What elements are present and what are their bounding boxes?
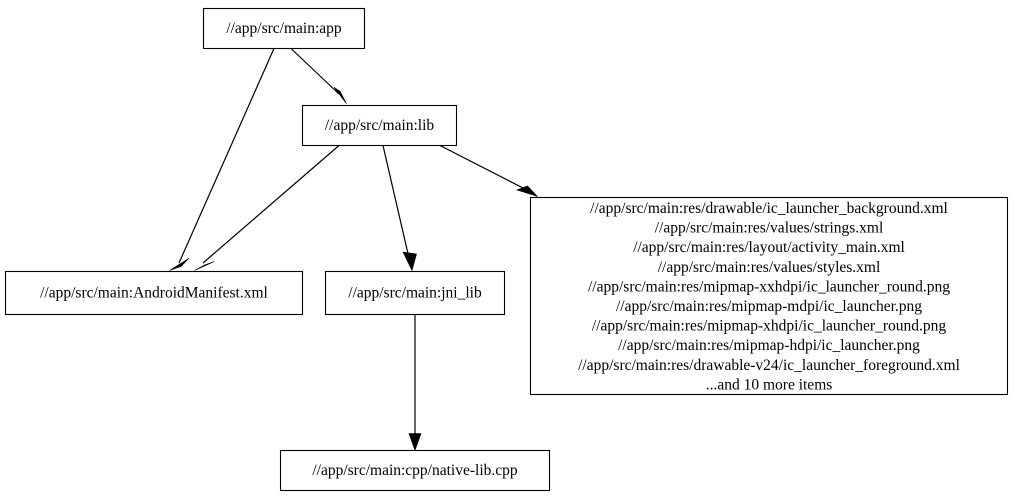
node-resources-label: //app/src/main:res/drawable/ic_launcher_… [578, 200, 960, 393]
arrowhead-icon [169, 257, 190, 271]
edge-app-to-lib [290, 48, 347, 104]
node-resources-line: //app/src/main:res/mipmap-mdpi/ic_launch… [616, 298, 922, 315]
node-app-label: //app/src/main:app [226, 20, 342, 37]
node-app[interactable]: //app/src/main:app [202, 7, 366, 50]
node-resources-line: //app/src/main:res/drawable-v24/ic_launc… [578, 357, 960, 374]
node-resources-line: //app/src/main:res/values/strings.xml [655, 220, 884, 237]
node-resources-box[interactable] [529, 196, 1009, 396]
edge-lib-to-jni-lib [382, 145, 417, 272]
node-resources-line: //app/src/main:res/mipmap-xxhdpi/ic_laun… [588, 278, 950, 295]
node-native-lib[interactable]: //app/src/main:cpp/native-lib.cpp [279, 449, 551, 492]
node-native-lib-box[interactable] [279, 449, 551, 492]
arrowhead-icon [194, 261, 215, 271]
node-lib[interactable]: //app/src/main:lib [301, 104, 458, 147]
node-android-manifest-box[interactable] [4, 270, 304, 316]
node-android-manifest[interactable]: //app/src/main:AndroidManifest.xml [4, 270, 304, 316]
node-resources-line: //app/src/main:res/mipmap-xhdpi/ic_launc… [592, 318, 947, 335]
node-layer: //app/src/main:app //app/src/main:lib //… [4, 7, 1009, 492]
node-jni-lib-box[interactable] [324, 270, 506, 316]
node-resources-line: //app/src/main:res/drawable/ic_launcher_… [590, 200, 948, 217]
arrowhead-icon [408, 433, 422, 452]
arrowhead-icon [333, 86, 347, 104]
arrowhead-icon [402, 251, 417, 272]
node-resources[interactable]: //app/src/main:res/drawable/ic_launcher_… [529, 196, 1009, 396]
arrowhead-icon [516, 185, 538, 197]
edge-layer [169, 48, 538, 452]
node-resources-line: //app/src/main:res/values/styles.xml [658, 259, 881, 276]
node-lib-label: //app/src/main:lib [325, 117, 435, 134]
node-jni-lib[interactable]: //app/src/main:jni_lib [324, 270, 506, 316]
edge-lib-to-manifest [194, 145, 340, 271]
node-resources-line: ...and 10 more items [706, 376, 833, 393]
node-jni-lib-label: //app/src/main:jni_lib [348, 285, 482, 302]
edge-lib-to-resources [439, 144, 538, 197]
node-lib-box[interactable] [301, 104, 458, 147]
node-android-manifest-label: //app/src/main:AndroidManifest.xml [40, 285, 268, 302]
edge-jni-lib-to-native-lib [408, 314, 422, 452]
node-resources-line: //app/src/main:res/mipmap-hdpi/ic_launch… [618, 337, 920, 354]
node-app-box[interactable] [202, 7, 366, 50]
edge-app-to-manifest [169, 48, 275, 271]
node-resources-line: //app/src/main:res/layout/activity_main.… [633, 239, 905, 256]
node-native-lib-label: //app/src/main:cpp/native-lib.cpp [312, 462, 518, 479]
